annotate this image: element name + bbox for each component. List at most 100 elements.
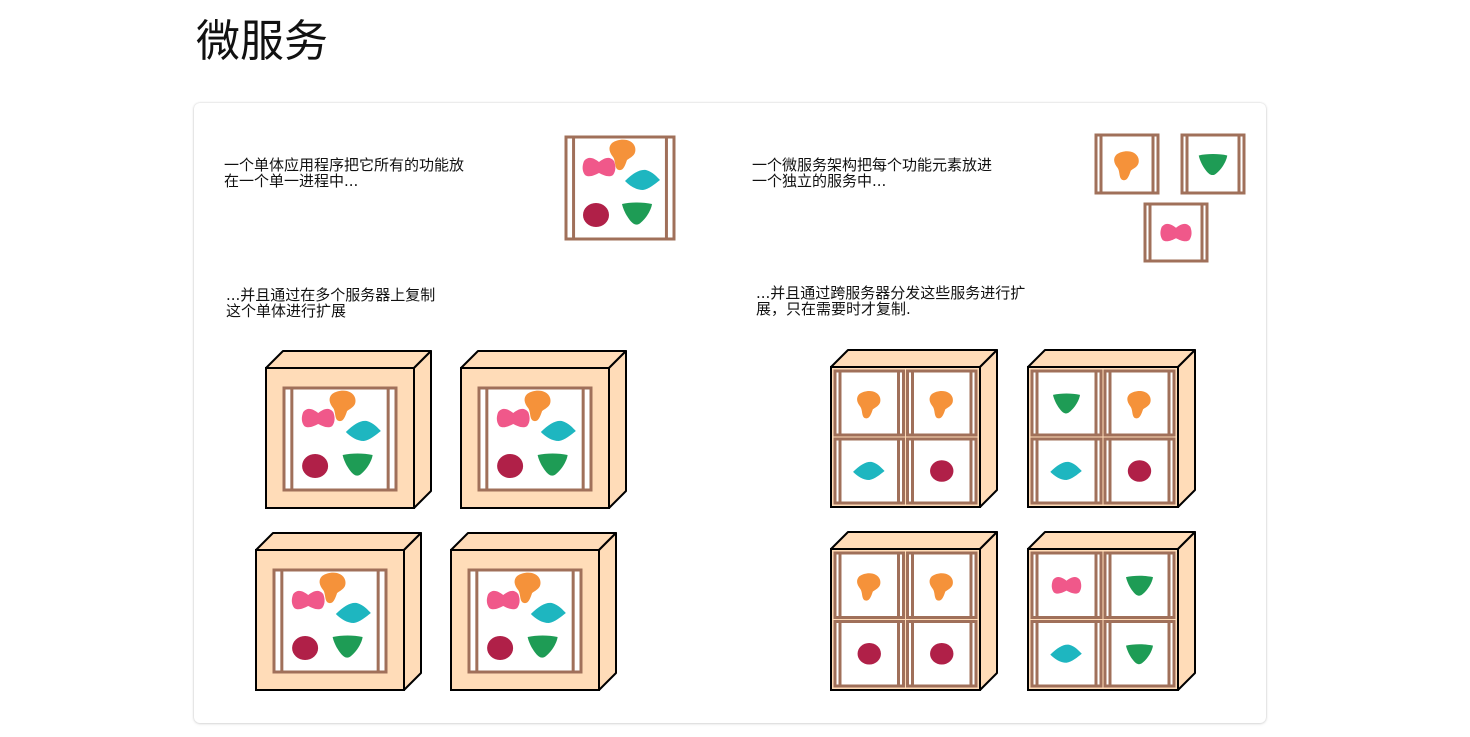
microservice-server-2 — [1027, 349, 1196, 508]
teal-diamond — [625, 169, 660, 190]
server-top-face — [830, 531, 998, 550]
frame-border — [1103, 620, 1176, 688]
caption-line: ...并且通过跨服务器分发这些服务进行扩 — [756, 284, 1026, 302]
frame-border — [1103, 437, 1176, 505]
pink-feature-shape — [486, 590, 520, 610]
teal-feature-shape — [1050, 644, 1082, 663]
orange-feature-shape — [1114, 151, 1139, 181]
server-top-face — [450, 532, 617, 551]
server-top-face — [255, 532, 422, 551]
service-window-pink — [1143, 202, 1209, 263]
orange-blob — [329, 390, 356, 422]
teal-feature-shape — [345, 420, 381, 441]
frame-border — [906, 551, 978, 619]
microservice-server-1 — [830, 349, 998, 508]
service-window-crimson — [833, 620, 905, 688]
pink-feature-shape — [1051, 577, 1082, 594]
green-feature-shape — [527, 635, 558, 658]
crimson-circle — [497, 454, 524, 478]
pink-blob — [1051, 577, 1082, 594]
teal-diamond — [540, 420, 576, 441]
service-window-teal — [1030, 620, 1103, 688]
crimson-feature-shape — [583, 203, 609, 227]
crimson-circle — [487, 636, 514, 660]
teal-diamond — [530, 602, 566, 623]
monolith-window — [272, 568, 388, 674]
crimson-feature-shape — [857, 642, 881, 665]
service-window-orange — [833, 369, 905, 437]
orange-feature-shape — [857, 573, 881, 601]
teal-feature-shape — [540, 420, 576, 441]
teal-feature-shape — [530, 602, 566, 623]
service-window-orange — [1103, 369, 1176, 437]
service-window-orange — [906, 369, 978, 437]
crimson-circle — [930, 642, 954, 665]
orange-feature-shape — [1127, 390, 1151, 419]
pink-blob — [496, 408, 530, 428]
orange-feature-shape — [609, 139, 636, 171]
caption-line: 一个单体应用程序把它所有的功能放 — [224, 156, 465, 174]
teal-diamond — [335, 602, 371, 623]
green-feature-shape — [537, 453, 568, 476]
pink-blob — [582, 157, 616, 177]
crimson-circle — [1127, 460, 1152, 482]
monolith-server-2 — [460, 350, 627, 509]
pink-blob — [291, 590, 325, 610]
crimson-circle — [302, 454, 329, 478]
crimson-feature-shape — [292, 636, 319, 660]
orange-blob — [1127, 390, 1151, 419]
orange-feature-shape — [857, 390, 881, 419]
server-top-face — [1027, 349, 1196, 368]
teal-diamond — [345, 420, 381, 441]
monolith-server-4 — [450, 532, 617, 691]
frame-border — [833, 437, 905, 505]
server-side-face — [608, 350, 627, 509]
orange-feature-shape — [514, 572, 541, 604]
service-window-crimson — [906, 620, 978, 688]
pink-feature-shape — [496, 408, 530, 428]
green-feature-shape — [332, 635, 363, 658]
orange-blob — [857, 573, 881, 601]
server-side-face — [413, 350, 432, 509]
microservice-server-3 — [830, 531, 998, 691]
orange-blob — [609, 139, 636, 171]
pink-feature-shape — [1160, 223, 1192, 242]
orange-blob — [929, 573, 953, 601]
crimson-circle — [857, 642, 881, 665]
server-side-face — [1177, 349, 1196, 508]
orange-feature-shape — [929, 573, 953, 601]
service-window-crimson — [1103, 437, 1176, 505]
server-side-face — [979, 349, 998, 508]
caption-line: ...并且通过在多个服务器上复制 — [226, 286, 436, 304]
crimson-feature-shape — [497, 454, 524, 478]
service-window-teal — [1030, 437, 1103, 505]
crimson-feature-shape — [930, 642, 954, 665]
orange-feature-shape — [929, 390, 953, 419]
teal-feature-shape — [1050, 461, 1082, 480]
teal-diamond — [1050, 644, 1082, 663]
caption-line: 展，只在需要时才复制. — [756, 300, 911, 318]
server-side-face — [598, 532, 617, 691]
service-window-green — [1103, 620, 1176, 688]
monolith-window — [564, 135, 676, 241]
green-triangle — [1053, 393, 1080, 414]
pink-feature-shape — [582, 157, 616, 177]
caption-line: 在一个单一进程中... — [224, 172, 359, 190]
microservice-server-4 — [1027, 531, 1196, 691]
monolith-window — [282, 386, 398, 492]
monolith-window — [477, 386, 593, 492]
orange-blob — [514, 572, 541, 604]
crimson-circle — [930, 460, 954, 482]
service-window-orange — [833, 551, 905, 619]
pink-feature-shape — [291, 590, 325, 610]
service-window-orange — [906, 551, 978, 619]
green-feature-shape — [1198, 154, 1228, 176]
server-side-face — [1177, 531, 1196, 691]
server-top-face — [460, 350, 627, 369]
orange-blob — [1114, 151, 1139, 181]
monolith-scale-caption: ...并且通过在多个服务器上复制 这个单体进行扩展 — [226, 287, 435, 319]
microservice-intro-caption: 一个微服务架构把每个功能元素放进 一个独立的服务中... — [752, 157, 992, 189]
crimson-circle — [583, 203, 609, 227]
pink-blob — [486, 590, 520, 610]
